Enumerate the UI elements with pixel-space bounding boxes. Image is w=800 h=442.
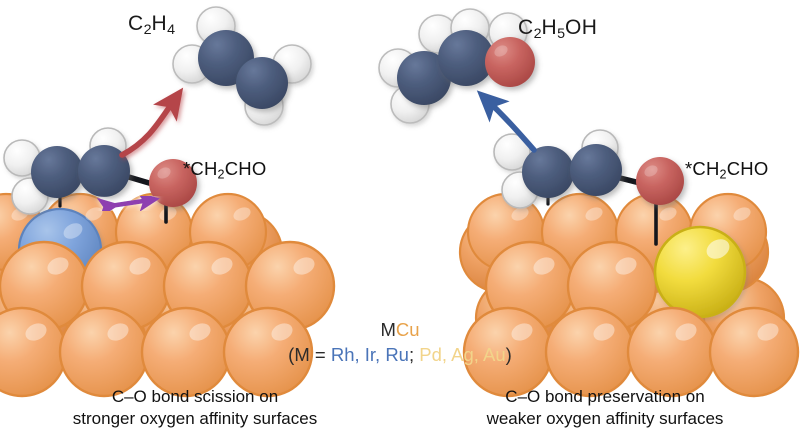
reaction-arrow-left [119,87,184,158]
product-formula-ethanol: C2H5OH [518,16,598,42]
oxygen-atom [636,157,684,205]
carbon-atom [570,144,622,196]
product-formula-ethylene: C2H4 [128,12,176,38]
reaction-arrow-right [476,90,537,153]
oxygen-atom [485,37,535,87]
carbon-atom [397,51,451,105]
adsorbate-label-left: *CH2CHO [183,158,267,182]
alloy-legend-line2: (M = Rh, Ir, Ru; Pd, Ag, Au) [230,343,570,367]
adsorbate-label-right: *CH2CHO [685,158,769,182]
left-adsorbate-molecule [3,127,197,224]
product-molecule-ethanol [378,8,535,124]
co-scission-arrow-left [96,191,161,218]
slab-row-front-lower [462,306,800,398]
caption-left-line2: stronger oxygen affinity surfaces [72,408,318,428]
caption-left-line1: C–O bond scission on [111,387,279,406]
alloy-legend-line1: MCu [230,318,570,342]
alloy-legend-weak-metals: Pd, Ag, Au [419,344,506,366]
carbon-atom [78,145,130,197]
caption-left: C–O bond scission on stronger oxygen aff… [0,386,390,430]
caption-right: C–O bond preservation on weaker oxygen a… [410,386,800,430]
carbon-atom [522,146,574,198]
hydrogen-atom [493,133,531,171]
product-molecule-ethylene [172,6,312,126]
caption-right-line2: weaker oxygen affinity surfaces [486,408,724,428]
right-adsorbate-molecule [493,129,684,246]
left-catalyst-slab [0,192,336,398]
alloy-legend-close: ) [505,344,512,366]
alloy-legend: MCu (M = Rh, Ir, Ru; Pd, Ag, Au) [230,318,570,367]
alloy-legend-sep: ; [408,344,420,366]
alloy-token-cu: Cu [395,319,420,340]
slab-row-front-lower [0,306,314,398]
caption-right-line1: C–O bond preservation on [505,387,705,406]
carbon-atom [438,30,494,86]
alloy-legend-strong-metals: Rh, Ir, Ru [330,344,409,366]
alloy-legend-open: (M = [288,344,331,366]
dopant-atom-gold [653,225,747,319]
right-catalyst-slab [458,192,800,398]
carbon-atom [31,146,83,198]
alloy-token-m: M [380,319,396,340]
carbon-atom [236,57,288,109]
oxygen-atom [149,159,197,207]
